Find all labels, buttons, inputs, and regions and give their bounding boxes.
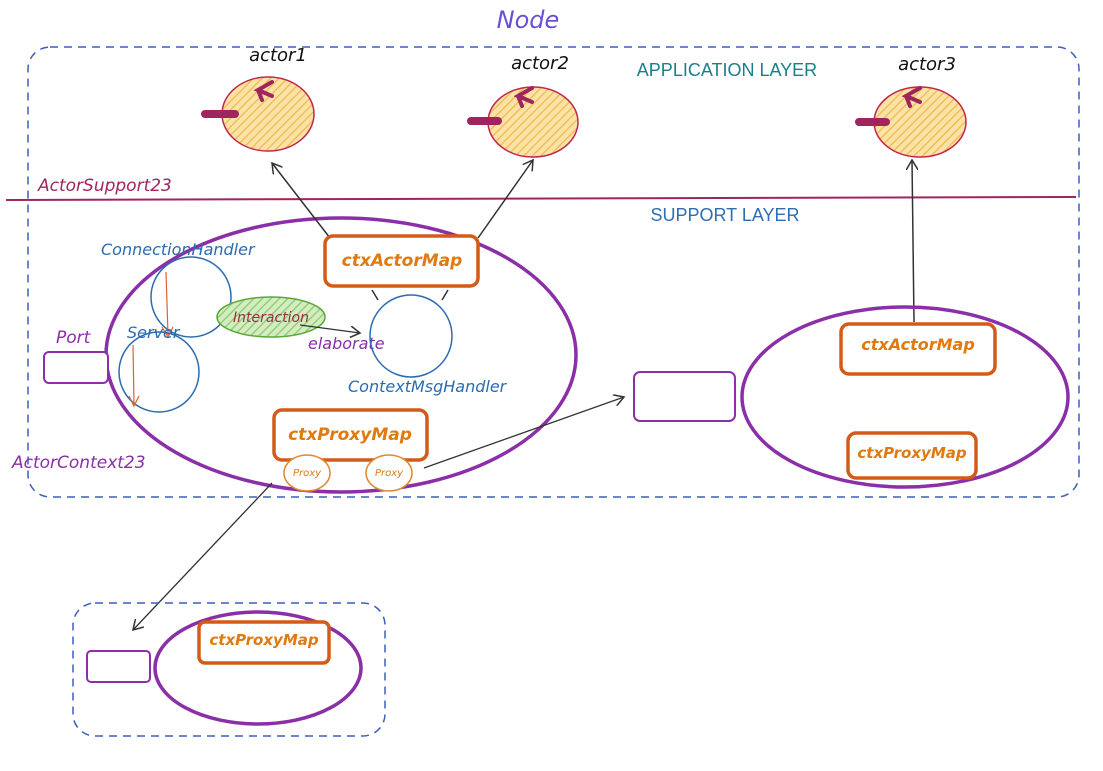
application-layer-label: APPLICATION LAYER [637, 60, 817, 80]
proxy-left-arrow [133, 482, 273, 630]
port-box[interactable] [43, 351, 109, 384]
remote-ctx-proxy-map[interactable]: ctxProxyMap [846, 431, 978, 480]
arrow-to-actor1 [272, 163, 331, 239]
actor3-mark-icon [901, 86, 922, 108]
interaction-node[interactable]: Interaction [216, 296, 326, 338]
remote-ctx-actor-map[interactable]: ctxActorMap [839, 322, 997, 376]
proxy-left-label: Proxy [293, 468, 322, 479]
context-msg-handler-circle[interactable] [369, 294, 453, 378]
actor-map-link-left [371, 289, 379, 301]
interaction-label: Interaction [233, 310, 309, 326]
elaborate-arrow [299, 324, 360, 333]
actor2-node[interactable]: actor2 [467, 53, 579, 158]
bottom-ctx-proxy-map-label: ctxProxyMap [209, 631, 318, 649]
actor3-node[interactable]: actor3 [855, 54, 967, 158]
remote-actor-context [740, 305, 1070, 489]
actor1-label: actor1 [249, 45, 307, 66]
actor-context-label: ActorContext23 [11, 453, 146, 473]
context-msg-handler-label: ContextMsgHandler [348, 377, 508, 396]
proxy-right[interactable]: Proxy [365, 454, 413, 492]
remote-ctx-actor-map-label: ctxActorMap [861, 335, 975, 354]
main-ctx-proxy-map[interactable]: ctxProxyMap [272, 408, 429, 462]
main-ctx-actor-map-label: ctxActorMap [342, 251, 463, 271]
main-ctx-proxy-map-label: ctxProxyMap [288, 425, 412, 445]
connection-handler-label: ConnectionHandler [101, 240, 256, 259]
elaborate-label: elaborate [308, 334, 385, 353]
server-thread-icon [132, 344, 135, 406]
proxy-right-arrow [423, 397, 624, 469]
actor2-label: actor2 [511, 53, 569, 74]
arrow-to-actor2 [477, 160, 533, 239]
support-layer-divider [5, 196, 1077, 201]
bottom-node-container [72, 602, 386, 737]
actor2-mark-icon [513, 86, 534, 108]
connection-handler-thread-arrow-icon [161, 326, 174, 339]
server-circle[interactable] [118, 331, 200, 413]
remote-ctx-proxy-map-label: ctxProxyMap [857, 444, 966, 462]
main-ctx-actor-map[interactable]: ctxActorMap [323, 234, 480, 288]
actor1-mark-icon [253, 80, 274, 102]
proxy-left[interactable]: Proxy [283, 454, 331, 492]
proxy-right-label: Proxy [375, 468, 404, 479]
server-thread-arrow-icon [128, 395, 140, 408]
actor3-label: actor3 [898, 54, 956, 75]
bottom-port-box[interactable] [86, 650, 151, 683]
connection-handler-circle[interactable] [150, 256, 232, 338]
actor-support-label: ActorSupport23 [37, 176, 172, 196]
port-label: Port [56, 328, 92, 348]
bottom-ctx-proxy-map[interactable]: ctxProxyMap [197, 620, 331, 665]
remote-port-box[interactable] [633, 371, 736, 422]
node-title: Node [497, 6, 560, 34]
bottom-actor-context [153, 610, 363, 726]
support-layer-label: SUPPORT LAYER [650, 205, 799, 225]
arrow-to-actor3 [912, 160, 914, 323]
connection-handler-thread-icon [165, 271, 169, 336]
actor1-node[interactable]: actor1 [201, 45, 315, 152]
actor-map-link-right [441, 289, 449, 301]
